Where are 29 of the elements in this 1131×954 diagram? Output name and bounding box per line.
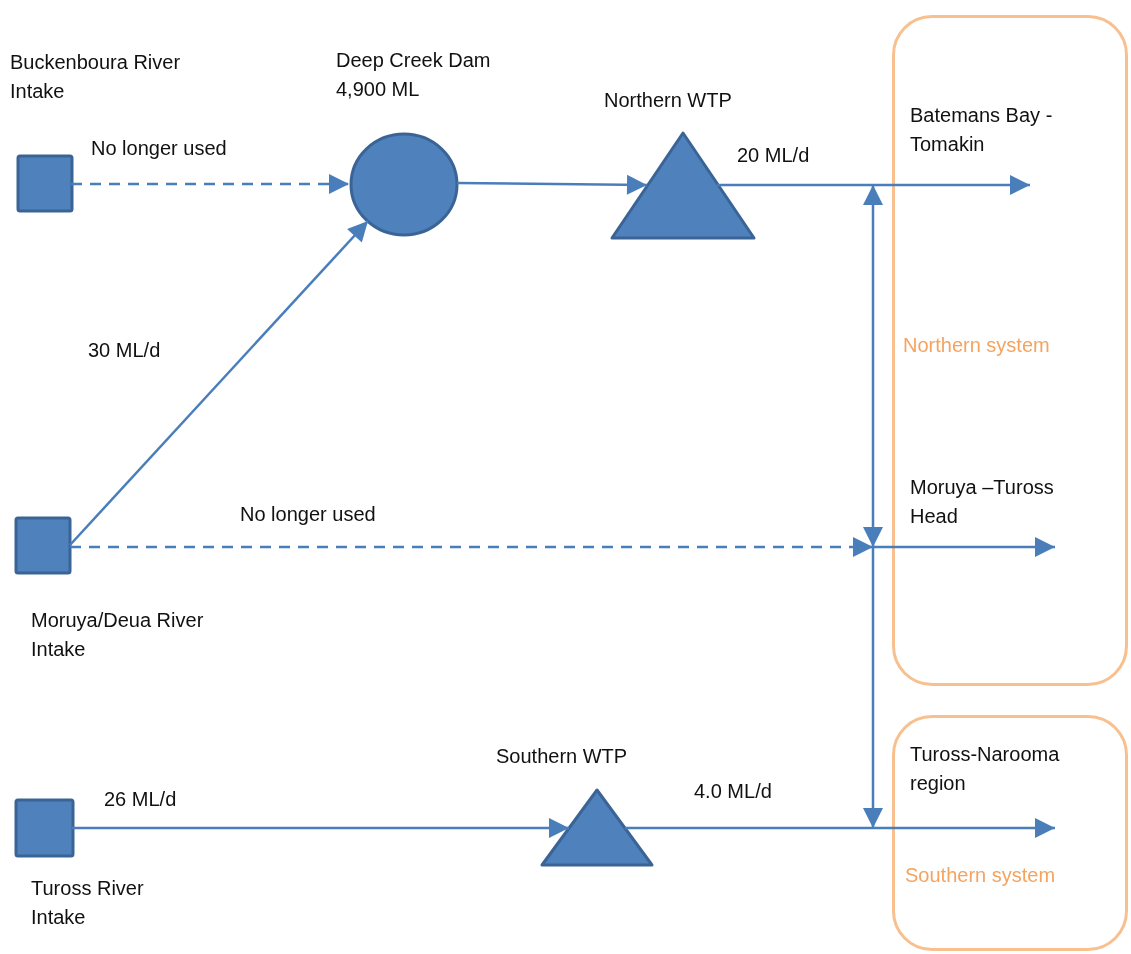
arrow: [71, 174, 349, 194]
destination-label: Moruya –Tuross Head: [910, 473, 1080, 531]
node-label: Tuross River Intake: [31, 876, 145, 930]
destination-label: Tuross-Narooma region: [910, 740, 1095, 798]
edge-label: No longer used: [240, 502, 376, 527]
system-boundary: [892, 15, 1128, 686]
system-label: Northern system: [903, 333, 1051, 358]
arrow: [717, 175, 1030, 195]
node-label: Moruya/Deua River Intake: [31, 608, 205, 662]
edge-label: 30 ML/d: [88, 338, 161, 363]
arrow: [863, 185, 883, 547]
edge-label: 4.0 ML/d: [694, 779, 772, 804]
destination-label: Batemans Bay - Tomakin: [910, 101, 1090, 159]
edge-label: 26 ML/d: [104, 787, 177, 812]
arrow: [69, 220, 369, 546]
system-boundary: [892, 715, 1128, 951]
node-label: Northern WTP: [604, 88, 733, 113]
arrow: [863, 547, 883, 828]
arrow: [457, 174, 647, 195]
node-label: Buckenboura River Intake: [10, 50, 182, 104]
node-label: Deep Creek Dam 4,900 ML: [336, 48, 492, 102]
arrow: [625, 818, 1055, 838]
system-label: Southern system: [905, 863, 1057, 888]
arrow: [70, 537, 873, 557]
edge-label: 20 ML/d: [737, 143, 810, 168]
arrow: [72, 818, 569, 838]
node-label: Southern WTP: [496, 744, 629, 769]
arrow: [873, 537, 1055, 557]
edge-label: No longer used: [91, 136, 227, 161]
